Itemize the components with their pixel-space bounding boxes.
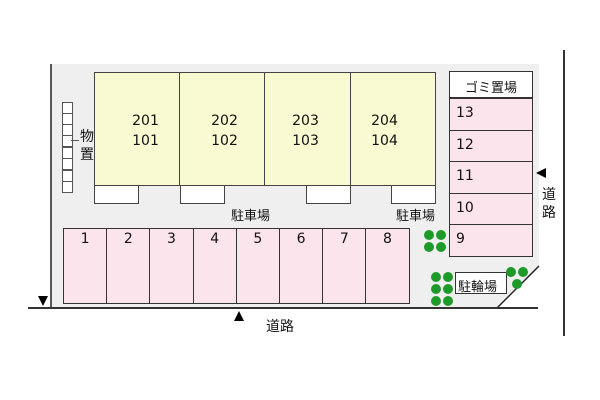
parking-space: 3 [149, 228, 194, 304]
balcony-1 [94, 185, 139, 204]
unit-label-4: 204 104 [342, 111, 427, 151]
unit-label-2: 202 102 [182, 111, 267, 151]
parking-space: 1 [63, 228, 108, 304]
unit-divider-3 [265, 72, 351, 186]
parking-space-number: 13 [456, 105, 474, 121]
tree-icon [443, 296, 453, 306]
bike-parking: 駐輪場 [455, 272, 507, 295]
unit-label-1: 201 101 [103, 111, 188, 151]
parking-space: 10 [449, 192, 533, 226]
parking-space-number: 10 [456, 199, 474, 216]
tree-icon [424, 230, 434, 240]
parking-space-number: 11 [456, 168, 474, 185]
parking-label-right: 駐車場 [396, 209, 436, 224]
unit-number-upper: 204 [371, 113, 398, 129]
tree-icon [431, 284, 441, 294]
unit-number-lower: 101 [132, 133, 159, 149]
unit-number-lower: 103 [292, 133, 319, 149]
tree-icon [443, 272, 453, 282]
parking-space: 11 [449, 161, 533, 194]
storage-cell [62, 124, 73, 136]
parking-space: 13 [449, 98, 533, 131]
tree-icon [443, 284, 453, 294]
balcony-3 [306, 185, 351, 204]
parking-space: 7 [322, 228, 367, 304]
road-right-label: 道路 [542, 187, 556, 221]
parking-label-center: 駐車場 [231, 209, 271, 224]
parking-space-number: 12 [456, 136, 474, 153]
unit-number-lower: 102 [211, 133, 238, 149]
parking-space: 6 [279, 228, 324, 304]
entrance-arrow-up-icon [234, 311, 244, 321]
storage-cell [62, 158, 73, 170]
building [94, 72, 436, 186]
unit-number-lower: 104 [371, 133, 398, 149]
tree-icon [506, 267, 516, 277]
storage-cell [62, 170, 73, 182]
parking-space-number: 5 [253, 231, 263, 247]
entrance-arrow-left-icon [536, 168, 546, 178]
storage-leader-line [71, 140, 79, 141]
parking-space: 9 [449, 224, 533, 257]
tree-icon [436, 242, 446, 252]
tree-icon [512, 279, 522, 289]
tree-icon [424, 242, 434, 252]
garbage-label: ゴミ置場 [464, 81, 517, 96]
unit-number-upper: 203 [292, 113, 319, 129]
balcony-2 [180, 185, 225, 204]
parking-space-number: 4 [210, 231, 220, 247]
parking-space-number: 1 [80, 231, 90, 247]
parking-space: 8 [365, 228, 410, 304]
storage-label: 物置 [80, 129, 94, 163]
storage-cell [62, 147, 73, 159]
parking-space-number: 2 [123, 231, 133, 247]
storage-cell [62, 102, 73, 114]
garbage-area: ゴミ置場 [449, 71, 533, 98]
tree-icon [431, 296, 441, 306]
parking-space: 2 [106, 228, 151, 304]
balcony-4 [391, 185, 436, 204]
parking-space-number: 9 [456, 231, 465, 248]
storage-cell [62, 113, 73, 125]
parking-space: 12 [449, 129, 533, 163]
unit-label-3: 203 103 [263, 111, 348, 151]
tree-icon [518, 267, 528, 277]
road-right-line [563, 50, 565, 336]
bike-label: 駐輪場 [458, 280, 498, 295]
unit-number-upper: 202 [211, 113, 238, 129]
storage-cell [62, 181, 73, 193]
parking-space-number: 6 [296, 231, 306, 247]
road-bottom-label: 道路 [266, 319, 294, 335]
unit-divider-1 [94, 72, 180, 186]
parking-space-number: 3 [167, 231, 176, 247]
parking-space-number: 7 [339, 231, 349, 247]
parking-space: 4 [192, 228, 237, 304]
tree-icon [436, 230, 446, 240]
parking-space: 5 [235, 228, 280, 304]
parking-space-number: 8 [383, 231, 392, 247]
entrance-arrow-down-icon [38, 296, 48, 306]
unit-number-upper: 201 [132, 113, 159, 129]
road-bottom-line [28, 307, 538, 309]
tree-icon [431, 272, 441, 282]
unit-divider-2 [180, 72, 265, 186]
